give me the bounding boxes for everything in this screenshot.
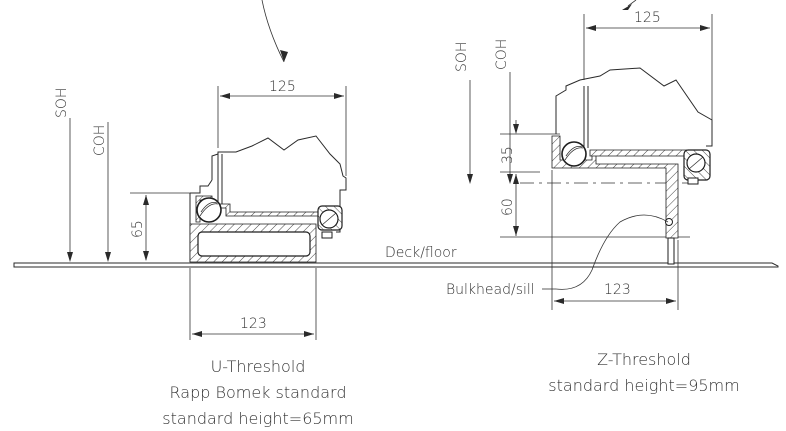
left-dim-65-label: 65 xyxy=(130,220,146,238)
left-dim-123 xyxy=(189,268,317,340)
right-dim-123 xyxy=(551,170,679,310)
left-dim-125 xyxy=(217,86,347,176)
left-soh-arrow xyxy=(67,118,73,262)
u-threshold-profile xyxy=(189,135,347,263)
right-coh-arrow xyxy=(507,72,513,184)
z-threshold-profile xyxy=(551,67,713,265)
right-dim-125-label: 125 xyxy=(634,10,661,26)
right-soh-label: SOH xyxy=(454,42,470,72)
left-caption-line2: Rapp Bomek standard xyxy=(170,383,347,402)
right-dim-123-label: 123 xyxy=(604,282,631,298)
left-dim-65 xyxy=(130,192,200,261)
left-coh-label: COH xyxy=(92,125,108,156)
right-dim-35-label: 35 xyxy=(500,146,516,164)
left-caption-line3: standard height=65mm xyxy=(162,409,353,428)
left-dim-123-label: 123 xyxy=(240,316,267,332)
right-coh-label: COH xyxy=(494,39,510,70)
bulkhead-leader xyxy=(542,214,669,290)
left-soh-label: SOH xyxy=(54,88,70,118)
bulkhead-sill-label: Bulkhead/sill xyxy=(446,282,535,298)
left-caption-line1: U-Threshold xyxy=(211,357,306,376)
deck-floor-label: Deck/floor xyxy=(385,245,457,261)
left-coh-arrow xyxy=(105,122,111,262)
right-caption-line1: Z-Threshold xyxy=(597,350,691,369)
right-dim-35-60 xyxy=(500,120,690,238)
right-dim-125 xyxy=(583,14,713,146)
left-pointer-arrow xyxy=(261,0,288,63)
left-dim-125-label: 125 xyxy=(269,79,296,95)
right-soh-arrow xyxy=(467,80,473,184)
right-caption-line2: standard height=95mm xyxy=(548,376,739,395)
right-dim-60-label: 60 xyxy=(500,198,516,216)
right-pointer-arrow xyxy=(622,0,637,10)
deck-floor-plate xyxy=(13,262,779,268)
